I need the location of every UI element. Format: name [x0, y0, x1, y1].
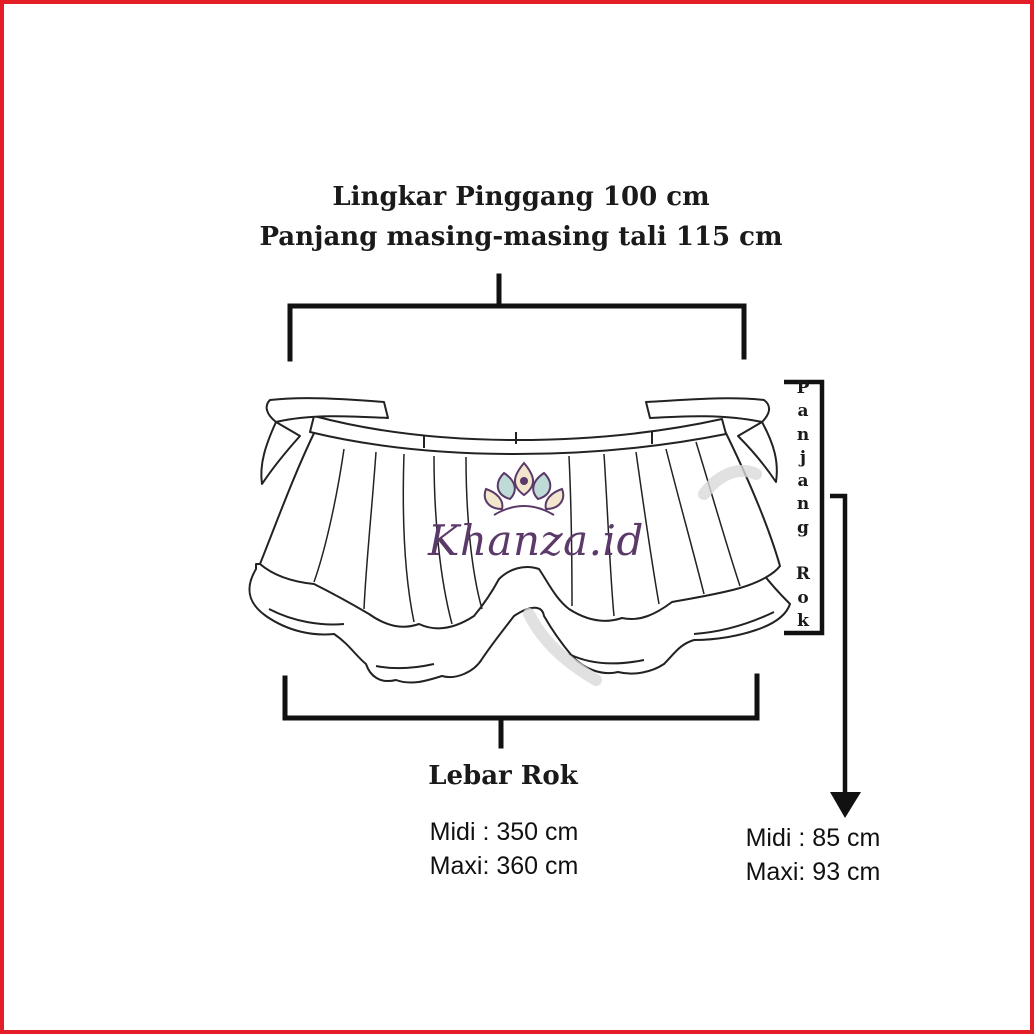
skirt-length-label-letter: k [797, 610, 809, 631]
skirt-length-label-letter: n [796, 494, 810, 515]
skirt-illustration [248, 397, 791, 684]
width-title: Lebar Rok [428, 761, 578, 791]
skirt-diagram [248, 273, 861, 818]
skirt-length-label-letter: o [797, 587, 809, 608]
skirt-length-label-gap [800, 543, 806, 560]
width-maxi-value: Maxi: 360 cm [429, 852, 579, 880]
skirt-length-label-letter: a [797, 401, 809, 422]
length-midi-value: Midi : 85 cm [745, 824, 881, 852]
watermark-mark [523, 464, 762, 686]
skirt-length-label-letter: P [796, 378, 810, 398]
ties-length: Panjang masing-masing tali 115 cm [259, 222, 783, 252]
skirt-length-label-letter: a [797, 471, 809, 492]
length-bracket [784, 379, 848, 796]
skirt-length-label-letter: R [795, 564, 811, 585]
skirt-length-label-letter: j [799, 447, 807, 468]
length-maxi-value: Maxi: 93 cm [745, 858, 881, 886]
width-bracket [282, 673, 760, 749]
skirt-length-label-letter: g [797, 517, 809, 538]
waist-bracket [287, 273, 747, 362]
down-arrow-icon [830, 792, 861, 818]
width-midi-value: Midi : 350 cm [429, 818, 579, 846]
brand-watermark: Khanza.id [428, 516, 644, 565]
skirt-length-label-letter: n [796, 424, 810, 445]
brand-logo-icon [483, 461, 565, 516]
waist-measurement: Lingkar Pinggang 100 cm [332, 182, 710, 212]
